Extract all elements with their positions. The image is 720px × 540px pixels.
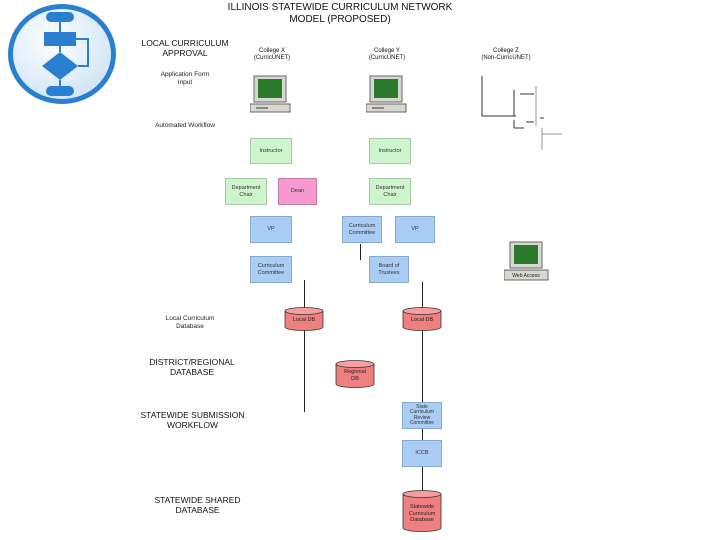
automated-workflow-label: Automated Workflow [155, 122, 215, 129]
flow-line-committee [360, 244, 361, 260]
box-line: Committee [348, 229, 376, 236]
computer-x-icon [250, 75, 291, 113]
vp-x-box: VP [250, 216, 292, 243]
local-db-label: Local Curriculum Database [145, 315, 235, 331]
label-line: Database [176, 323, 204, 330]
computer-z-wireframe-icon [481, 76, 562, 150]
flowchart-logo-icon [8, 4, 116, 104]
college-name: College Z [493, 48, 519, 54]
college-sub: (Non-CurricUNET) [481, 55, 531, 61]
college-z-heading: College Z (Non-CurricUNET) [466, 48, 546, 62]
cylinder-shape [402, 490, 442, 532]
label-line: WORKFLOW [167, 420, 218, 430]
college-name: College Y [374, 48, 400, 54]
db-label-line: Database [410, 517, 434, 523]
label-line: DATABASE [175, 505, 220, 515]
label-line: Input [177, 79, 193, 86]
cylinder-shape [284, 307, 324, 331]
label-line: DATABASE [169, 367, 215, 377]
local-db-y-cylinder: Local DB [402, 307, 442, 331]
college-y-heading: College Y (CurricUNET) [347, 48, 427, 62]
box-line: Review [413, 414, 431, 421]
box-line: State [416, 403, 428, 410]
box-line: Curriculum [348, 223, 376, 229]
application-form-label: Application Form Input [140, 71, 230, 87]
iccb-box: ICCB [402, 440, 442, 467]
label-line: Application Form [160, 71, 210, 78]
box-line: Department [375, 185, 405, 191]
flow-line-iccb-db [422, 467, 423, 491]
submission-label: STATEWIDE SUBMISSION WORKFLOW [130, 410, 255, 430]
college-x-heading: College X (CurricUNET) [232, 48, 312, 62]
regional-db-cylinder: Regional DB [335, 360, 375, 388]
title-line-2: MODEL (PROPOSED) [289, 14, 391, 25]
box-line: Chair [239, 191, 253, 198]
db-label-line: Regional [344, 369, 366, 375]
label-line: STATEWIDE SHARED [154, 495, 241, 505]
box-line: Committee [409, 420, 435, 426]
label-line: Local Curriculum [165, 315, 215, 322]
computer-z-icon [504, 241, 549, 281]
flow-line-y-top [422, 282, 423, 310]
computer-y-icon [366, 75, 407, 113]
box-line: Chair [383, 191, 397, 198]
box-line: Board of [378, 263, 400, 269]
db-label-line: DB [351, 375, 359, 382]
box-line: Department [231, 185, 261, 191]
box-line: Trustees [378, 269, 400, 276]
flow-line-x [304, 280, 305, 412]
db-label-line: Statewide [409, 504, 435, 510]
box-line: Curriculum [409, 409, 435, 415]
instructor-x-box: Instructor [250, 138, 292, 164]
local-db-x-cylinder: Local DB [284, 307, 324, 331]
college-name: College X [258, 48, 285, 54]
label-line: STATEWIDE SUBMISSION [140, 410, 245, 420]
college-sub: (CurricUNET) [368, 55, 406, 61]
vp-y-box: VP [395, 216, 435, 243]
flow-line-y-mid [422, 330, 423, 402]
db-label: Local DB [292, 317, 316, 323]
computer-z-label: Web Access [512, 273, 540, 279]
flow-line-review-iccb [422, 429, 423, 440]
dean-box: Dean [278, 178, 317, 205]
label-line: APPROVAL [162, 48, 208, 58]
db-label: Local DB [410, 317, 434, 323]
box-line: Committee [257, 269, 285, 276]
statewide-db-cylinder: Statewide Curriculum Database [402, 490, 442, 532]
label-line: LOCAL CURRICULUM [141, 38, 229, 48]
district-label: DISTRICT/REGIONAL DATABASE [132, 357, 252, 377]
college-sub: (CurricUNET) [253, 55, 291, 61]
state-review-committee-box: State Curriculum Review Committee [402, 402, 442, 429]
cylinder-shape [335, 360, 375, 388]
title-line-1: ILLINOIS STATEWIDE CURRICULUM NETWORK [227, 2, 453, 13]
db-label-line: Curriculum [408, 510, 436, 517]
instructor-y-box: Instructor [369, 138, 411, 164]
local-approval-label: LOCAL CURRICULUM APPROVAL [130, 38, 240, 58]
diagram-title: ILLINOIS STATEWIDE CURRICULUM NETWORK MO… [180, 2, 500, 26]
label-line: DISTRICT/REGIONAL [149, 357, 235, 367]
cylinder-shape [402, 307, 442, 331]
shared-label: STATEWIDE SHARED DATABASE [135, 495, 260, 515]
box-line: Curriculum [257, 263, 285, 269]
